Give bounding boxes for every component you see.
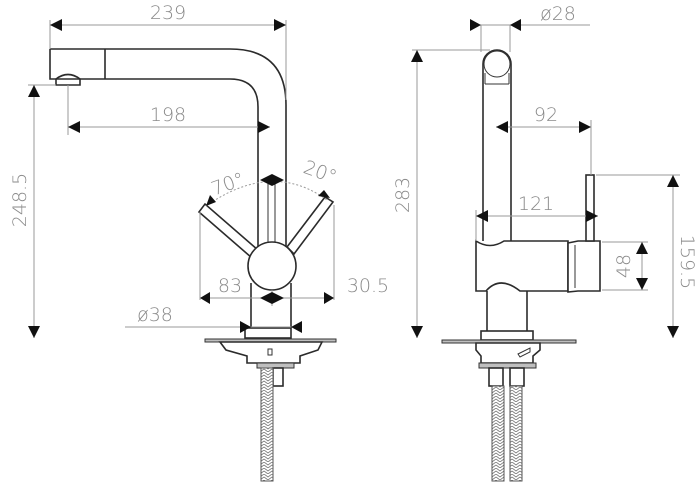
dim-diameter-38: ø38 bbox=[125, 304, 302, 333]
front-view: 239 198 248.5 70° 20° bbox=[9, 2, 389, 482]
spout-column-side bbox=[482, 49, 512, 241]
dim-label-198: 198 bbox=[150, 104, 186, 126]
dim-label-20deg: 20° bbox=[300, 156, 339, 188]
dim-48: 48 bbox=[602, 241, 648, 291]
dim-198: 198 bbox=[67, 85, 270, 135]
lever-left bbox=[197, 202, 260, 260]
dim-83-30-5: 83 30.5 bbox=[199, 205, 389, 306]
lever-right bbox=[285, 195, 335, 256]
dim-label-83: 83 bbox=[218, 275, 242, 297]
dim-159-5: 159.5 bbox=[596, 174, 698, 338]
dim-diameter-28: ø28 bbox=[470, 3, 590, 52]
mixer-body-side bbox=[475, 239, 569, 292]
dim-label-159-5: 159.5 bbox=[676, 235, 698, 289]
supply-hose-1 bbox=[491, 385, 505, 482]
dim-label-239: 239 bbox=[150, 2, 186, 24]
dim-label-248-5: 248.5 bbox=[9, 173, 31, 227]
dim-label-121: 121 bbox=[518, 193, 554, 215]
supply-hose bbox=[260, 367, 274, 482]
dim-92: 92 bbox=[496, 104, 592, 175]
dim-label-28: ø28 bbox=[540, 3, 576, 25]
lever-side bbox=[585, 174, 595, 242]
dim-label-30-5: 30.5 bbox=[347, 275, 389, 297]
dim-angles: 70° 20° bbox=[205, 156, 340, 207]
side-view: ø28 283 92 121 bbox=[392, 3, 698, 482]
deck-mount-front bbox=[204, 338, 337, 482]
dim-283: 283 bbox=[392, 49, 490, 338]
dim-248-5: 248.5 bbox=[9, 84, 56, 338]
dim-239: 239 bbox=[49, 2, 287, 100]
dim-label-283: 283 bbox=[392, 177, 414, 213]
dim-label-70deg: 70° bbox=[208, 168, 247, 200]
supply-hose-2 bbox=[509, 385, 523, 482]
dim-label-48: 48 bbox=[613, 254, 635, 278]
dim-label-92: 92 bbox=[534, 104, 558, 126]
dim-label-38: ø38 bbox=[137, 304, 173, 326]
dim-121: 121 bbox=[475, 193, 598, 241]
mixer-body bbox=[247, 241, 297, 291]
deck-mount-side bbox=[441, 339, 577, 482]
aerator bbox=[55, 73, 81, 86]
spout-outline bbox=[49, 48, 287, 255]
